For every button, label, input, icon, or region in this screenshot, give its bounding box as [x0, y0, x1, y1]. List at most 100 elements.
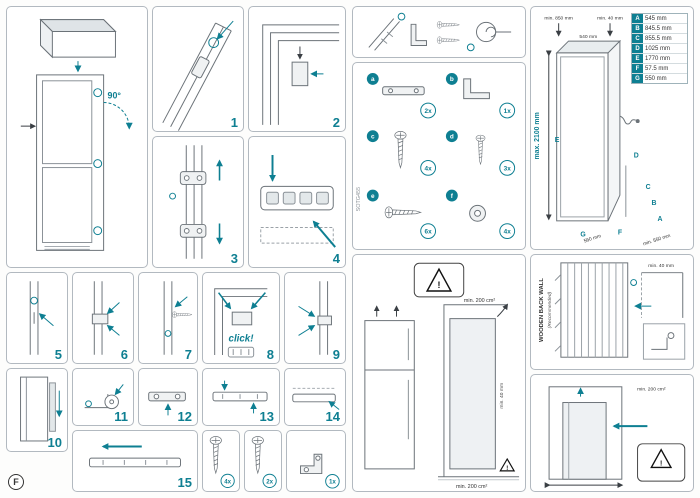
- table-key: G: [632, 74, 643, 83]
- roller-bracket-icon: [84, 384, 124, 410]
- hinge-pin-icon: [29, 281, 54, 355]
- step-number: 3: [230, 251, 238, 266]
- top-clearance-label: min. 850 mm: [544, 15, 572, 21]
- panel-part-bracket: 1x: [286, 430, 346, 492]
- rail-align-icon: [292, 387, 340, 410]
- edge-cap-icon: [298, 281, 332, 355]
- sheet-code: SOTG455: [356, 187, 362, 211]
- part-letter: b: [450, 76, 454, 83]
- panel-step-13: 13: [202, 368, 280, 426]
- quantity-label: 1x: [329, 479, 336, 486]
- step-number: 4: [332, 251, 340, 266]
- table-key: C: [632, 34, 643, 43]
- step-number: 1: [230, 115, 238, 130]
- table-value: 550 mm: [645, 75, 667, 82]
- angle-label: 90°: [108, 91, 122, 101]
- quantity-label: 3x: [504, 165, 512, 172]
- quantity-label: 4x: [224, 478, 231, 485]
- table-value: 845.5 mm: [645, 25, 672, 32]
- panel-step-12: 12: [138, 368, 198, 426]
- height-label: max. 2100 mm: [534, 112, 541, 159]
- marker-A: A: [657, 216, 662, 223]
- quantity-label: 6x: [425, 229, 433, 236]
- long-rail-icon: [89, 443, 181, 468]
- step-number: 7: [184, 347, 192, 362]
- rear-gap-label: min. 40 mm: [499, 383, 505, 409]
- part-letter: a: [371, 76, 375, 83]
- page-letter-badge: F: [8, 474, 24, 490]
- bottom-bracket-icon: [148, 391, 186, 416]
- step-number: 10: [47, 435, 62, 450]
- screw-icon: 2x: [251, 436, 277, 488]
- quantity-label: 2x: [425, 108, 433, 115]
- panel-step-14: 14: [284, 368, 346, 426]
- panel-dimensions: min. 850 mm min. 40 mm max. 2100 mm 540 …: [530, 6, 694, 250]
- panel-step-9: 9: [284, 272, 346, 364]
- panel-install: min. 200 cm² !: [530, 374, 694, 492]
- wooden-backwall-icon: WOODEN BACK WALL (Recommended) min. 40 m…: [539, 262, 686, 360]
- hinge-cover-icon: [91, 281, 120, 355]
- marker-G: G: [580, 232, 585, 239]
- panel-backwall: WOODEN BACK WALL (Recommended) min. 40 m…: [530, 254, 694, 370]
- part-letter: e: [371, 193, 375, 200]
- edge-screw-icon: [163, 281, 193, 355]
- screw-icon: 4x: [209, 436, 235, 488]
- table-key: F: [632, 64, 643, 73]
- depth-label: min. 550 mm: [642, 233, 671, 247]
- table-value: 855.5 mm: [645, 35, 672, 42]
- slide-rail-icon: [212, 380, 268, 414]
- warning-exclamation: !: [438, 280, 441, 290]
- table-value: 57.5 mm: [645, 65, 669, 72]
- part-letter: f: [451, 193, 454, 200]
- bottom-width-label: 560 mm: [583, 233, 602, 244]
- marker-C: C: [646, 184, 651, 191]
- quantity-label: 4x: [425, 165, 433, 172]
- step-number: 6: [120, 347, 128, 362]
- top-vent-label: min. 200 cm²: [464, 298, 496, 304]
- warning-exclamation: !: [506, 466, 508, 472]
- door-edge-hinges-icon: [169, 145, 223, 259]
- top-gap-label: min. 40 mm: [597, 15, 623, 21]
- panel-overview: 90°: [6, 6, 148, 268]
- table-key: D: [632, 44, 643, 53]
- step-number: 15: [177, 475, 192, 490]
- width-label: 540 mm: [579, 34, 597, 40]
- panel-part-screw-a: 4x: [202, 430, 240, 492]
- panel-part-screw-b: 2x: [244, 430, 282, 492]
- quantity-label: 1x: [504, 108, 512, 115]
- marker-E: E: [555, 137, 560, 144]
- panel-step-2: 2: [248, 6, 346, 132]
- panel-step-7: 7: [138, 272, 198, 364]
- panel-step-1: 1: [152, 6, 244, 132]
- panel-step-6: 6: [72, 272, 134, 364]
- click-lock-icon: click!: [214, 288, 268, 358]
- table-value: 1025 mm: [645, 45, 671, 52]
- panel-step-5: 5: [6, 272, 68, 364]
- step-number: 14: [325, 409, 340, 424]
- frame-corner-icon: [262, 24, 340, 125]
- part-letter: d: [450, 134, 454, 141]
- table-key: E: [632, 54, 643, 63]
- panel-step-15: 15: [72, 430, 198, 492]
- panel-step-8: click! 8: [202, 272, 280, 364]
- table-value: 545 mm: [645, 15, 667, 22]
- backwall-gap-label: min. 40 mm: [648, 263, 674, 269]
- marker-F: F: [618, 230, 622, 237]
- panel-tools: [352, 6, 526, 58]
- step-number: 12: [177, 409, 192, 424]
- step-number: 11: [114, 409, 128, 424]
- table-value: 1770 mm: [645, 55, 671, 62]
- panel-step-10: 10: [6, 368, 68, 452]
- part-letter: c: [371, 134, 375, 141]
- backwall-subtitle: (Recommended): [547, 291, 553, 328]
- vent-grille-icon: [260, 154, 336, 248]
- panel-clearance: ! min. 200 cm² min. 40 mm min. 200 cm² !: [352, 254, 526, 492]
- step-number: 5: [54, 347, 62, 362]
